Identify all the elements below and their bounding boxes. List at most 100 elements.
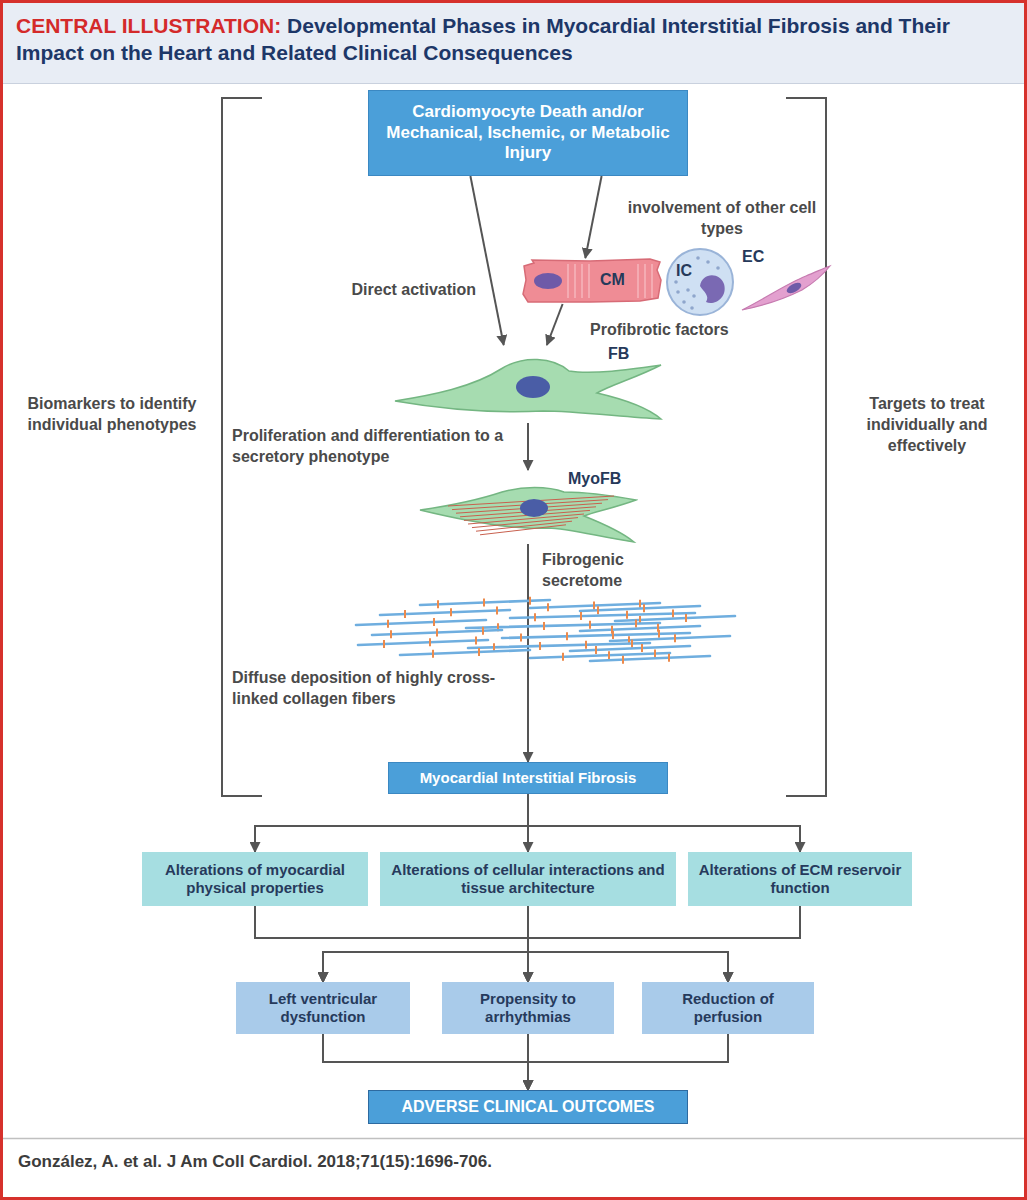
- fibroblast-cell: FB: [393, 345, 663, 423]
- immune-cell: IC: [664, 246, 736, 318]
- connector-arrow: [470, 176, 503, 345]
- connector-arrow: [547, 304, 563, 345]
- cross-link: [635, 620, 637, 628]
- cross-link: [622, 656, 624, 664]
- collagen-fiber: [570, 646, 690, 651]
- cross-link: [562, 653, 564, 661]
- cross-link: [585, 641, 587, 649]
- cross-link: [436, 629, 438, 637]
- cardiomyocyte-cell: CM: [520, 258, 662, 304]
- cross-link: [547, 603, 549, 611]
- striation: [567, 264, 569, 298]
- connector-label: involvement of other cell types: [622, 198, 822, 240]
- cross-link: [433, 618, 435, 626]
- process-box: Alterations of ECM reservoir function: [688, 852, 912, 906]
- cross-link: [520, 633, 522, 641]
- cross-link: [580, 612, 582, 620]
- collagen-fiber: [510, 613, 695, 618]
- cross-link: [429, 638, 431, 646]
- collagen-fiber: [580, 626, 700, 631]
- cross-link: [534, 613, 536, 621]
- striation: [637, 264, 639, 298]
- cross-link: [668, 654, 670, 662]
- process-box: Propensity to arrhythmias: [442, 982, 614, 1034]
- connector-arrow: [585, 176, 601, 258]
- box-text: Propensity to arrhythmias: [451, 990, 605, 1027]
- box-text: Cardiomyocyte Death and/or Mechanical, I…: [377, 102, 679, 164]
- process-box: Left ventricular dysfunction: [236, 982, 410, 1034]
- granule: [674, 280, 678, 284]
- fibroblast-body: [395, 359, 661, 419]
- cross-link: [608, 651, 610, 659]
- cardiomyocyte-body: [523, 259, 661, 302]
- collagen-fiber: [615, 616, 735, 621]
- box-text: Reduction of perfusion: [651, 990, 805, 1027]
- connector-arrow: [255, 794, 528, 852]
- process-box: ADVERSE CLINICAL OUTCOMES: [368, 1090, 688, 1124]
- cross-link: [387, 620, 389, 628]
- box-text: Alterations of myocardial physical prope…: [151, 861, 359, 898]
- side-label: Biomarkers to identify individual phenot…: [6, 394, 218, 436]
- cell-label: CM: [600, 271, 625, 289]
- box-text: Alterations of cellular interactions and…: [389, 861, 667, 898]
- cross-link: [658, 630, 660, 638]
- box-text: ADVERSE CLINICAL OUTCOMES: [401, 1097, 654, 1117]
- collagen-fiber: [590, 656, 710, 661]
- connector-arrow: [528, 906, 728, 982]
- cross-link: [543, 622, 545, 630]
- cross-link: [631, 639, 633, 647]
- connector-arrow: [528, 906, 800, 982]
- collagen-fiber: [380, 610, 510, 615]
- cell-nucleus: [516, 376, 550, 398]
- connector-arrow: [527, 544, 529, 762]
- cross-link: [475, 636, 477, 644]
- cell-nucleus: [520, 499, 548, 517]
- cross-link: [639, 600, 641, 608]
- striation: [644, 264, 646, 298]
- granule: [706, 260, 710, 264]
- connector-arrow: [323, 906, 528, 982]
- cross-link: [643, 604, 645, 612]
- connector-arrow: [528, 794, 800, 852]
- cell-label: FB: [608, 345, 629, 363]
- title-prefix: CENTRAL ILLUSTRATION:: [16, 14, 281, 37]
- cross-link: [478, 648, 480, 656]
- cross-link: [496, 607, 498, 615]
- side-label: Diffuse deposition of highly cross-linke…: [232, 668, 516, 710]
- cross-link: [612, 631, 614, 639]
- cell-nucleus: [534, 273, 562, 289]
- title-block: CENTRAL ILLUSTRATION: Developmental Phas…: [16, 12, 1011, 67]
- endothelial-cell: EC: [736, 248, 832, 312]
- cross-link: [482, 627, 484, 635]
- cell-label: MyoFB: [568, 470, 621, 488]
- cross-link: [685, 614, 687, 622]
- caption-rule: [2, 1138, 1026, 1140]
- granule: [716, 266, 720, 270]
- granule: [676, 290, 680, 294]
- cross-link: [641, 644, 643, 652]
- cell-nucleus: [785, 281, 803, 296]
- cross-link: [626, 611, 628, 619]
- myofibroblast-body: [420, 488, 636, 543]
- connector-arrow: [255, 906, 728, 982]
- collagen-fiber: [356, 620, 486, 625]
- cross-link: [437, 600, 439, 608]
- collagen-fiber: [400, 650, 530, 655]
- spacer: [281, 14, 287, 37]
- cross-link: [529, 597, 531, 605]
- myofibroblast-cell: MyoFB: [418, 470, 638, 544]
- connector-arrow: [323, 1034, 528, 1090]
- cross-link: [539, 642, 541, 650]
- side-label: Targets to treat individually and effect…: [832, 394, 1022, 456]
- connector-label: Profibrotic factors: [590, 320, 770, 341]
- title-band: [2, 2, 1026, 84]
- cross-link: [654, 650, 656, 658]
- cross-link: [674, 634, 676, 642]
- cross-link: [390, 630, 392, 638]
- process-box: Alterations of myocardial physical prope…: [142, 852, 368, 906]
- cross-link: [672, 610, 674, 618]
- cell-label: EC: [742, 248, 764, 266]
- connector-arrow: [528, 1034, 728, 1090]
- cross-link: [597, 606, 599, 614]
